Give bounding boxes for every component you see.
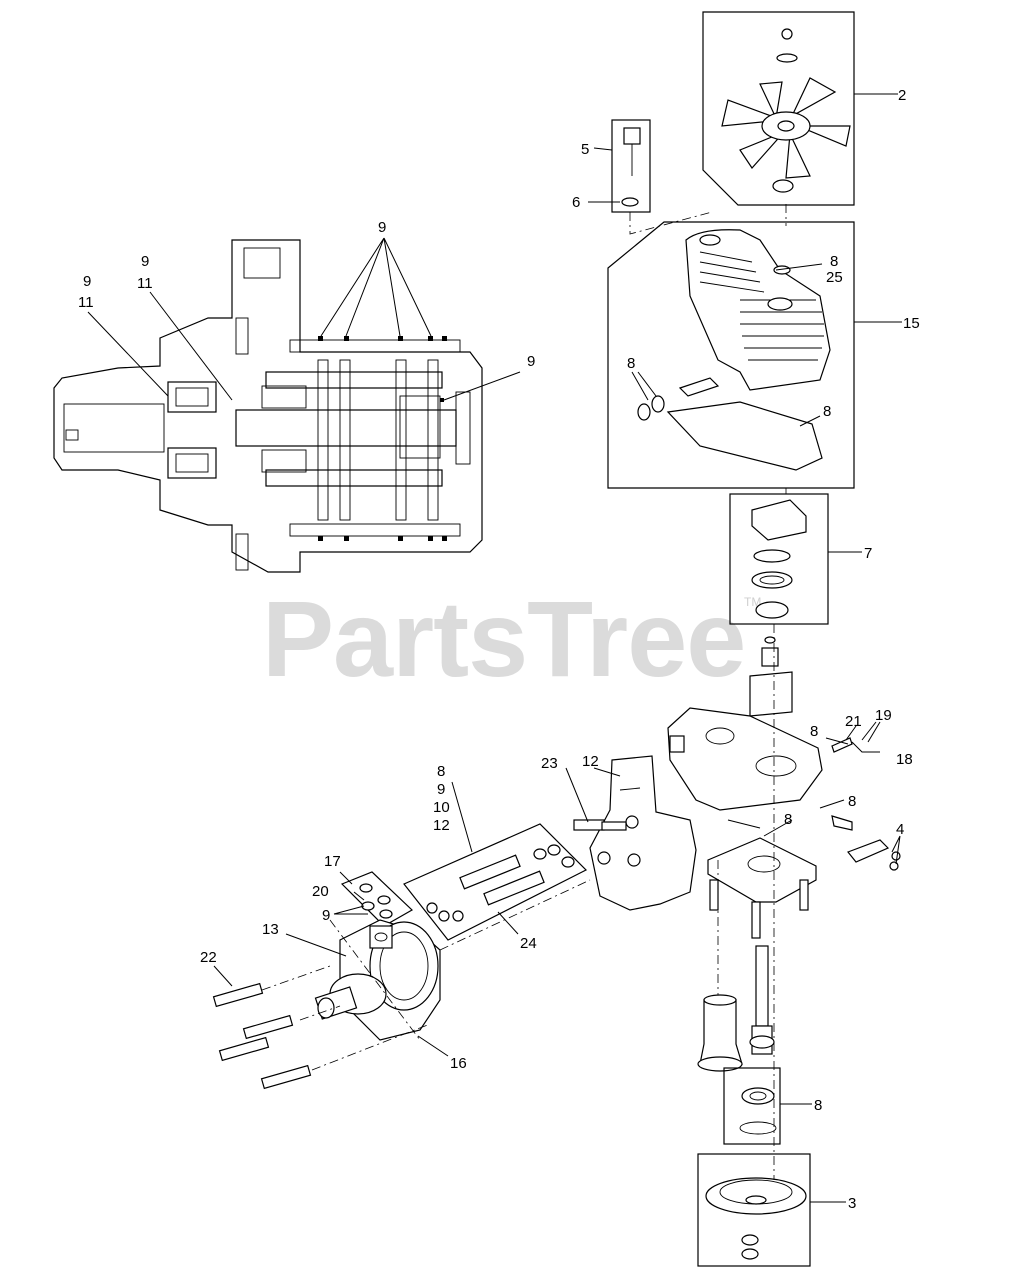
mounting-bolts bbox=[212, 965, 431, 1090]
callout-15: 15 bbox=[903, 315, 920, 332]
housing-cover-assembly bbox=[607, 221, 902, 489]
callout-22: 22 bbox=[200, 949, 217, 966]
transmission-section-view bbox=[53, 237, 521, 573]
callout-9-top: 9 bbox=[378, 219, 386, 236]
callout-19: 19 bbox=[875, 707, 892, 724]
fan-assembly bbox=[702, 11, 898, 206]
bearing-kit bbox=[723, 1067, 812, 1145]
callout-25-cap: 25 bbox=[826, 269, 843, 286]
callout-12-top: 12 bbox=[582, 753, 599, 770]
callout-8-cap: 8 bbox=[830, 253, 838, 270]
callout-10-kit: 10 bbox=[433, 799, 450, 816]
callout-23: 23 bbox=[541, 755, 558, 772]
pulley-assembly bbox=[697, 1153, 846, 1267]
callout-2: 2 bbox=[898, 87, 906, 104]
callout-20: 20 bbox=[312, 883, 329, 900]
callout-6: 6 bbox=[572, 194, 580, 211]
callout-9-right: 9 bbox=[527, 353, 535, 370]
watermark-text: PartsTree bbox=[262, 578, 745, 699]
center-section-block bbox=[565, 755, 697, 911]
swash-plate-kit bbox=[729, 493, 862, 625]
callout-7: 7 bbox=[864, 545, 872, 562]
callout-18: 18 bbox=[896, 751, 913, 768]
callout-8-kit: 8 bbox=[437, 763, 445, 780]
center-housing bbox=[667, 636, 881, 837]
callout-17: 17 bbox=[324, 853, 341, 870]
callout-11-left-a: 11 bbox=[137, 275, 153, 292]
lower-plate-and-shaft bbox=[697, 837, 817, 1072]
callout-8-valve: 8 bbox=[810, 723, 818, 740]
control-arm bbox=[831, 815, 901, 871]
callout-9-left-a: 9 bbox=[141, 253, 149, 270]
callout-13: 13 bbox=[262, 921, 279, 938]
callout-12-kit: 12 bbox=[433, 817, 450, 834]
watermark-trademark: TM bbox=[744, 595, 761, 609]
callout-3: 3 bbox=[848, 1195, 856, 1212]
callout-8-seal: 8 bbox=[627, 355, 635, 372]
callout-21: 21 bbox=[845, 713, 862, 730]
callout-11-left-b: 11 bbox=[78, 294, 94, 311]
seal-kit bbox=[333, 871, 413, 927]
dipstick-assembly bbox=[588, 119, 713, 235]
callout-8-port: 8 bbox=[848, 793, 856, 810]
callout-9-small: 9 bbox=[322, 907, 330, 924]
callout-16: 16 bbox=[450, 1055, 467, 1072]
callout-8-body: 8 bbox=[784, 811, 792, 828]
callout-4: 4 bbox=[896, 821, 904, 838]
piston-kit bbox=[403, 781, 588, 941]
callout-8-bearing: 8 bbox=[814, 1097, 822, 1114]
callout-9-kit: 9 bbox=[437, 781, 445, 798]
motor-assembly bbox=[285, 919, 449, 1057]
callout-5: 5 bbox=[581, 141, 589, 158]
callout-24: 24 bbox=[520, 935, 537, 952]
callout-9-left-b: 9 bbox=[83, 273, 91, 290]
callout-8-gasket: 8 bbox=[823, 403, 831, 420]
